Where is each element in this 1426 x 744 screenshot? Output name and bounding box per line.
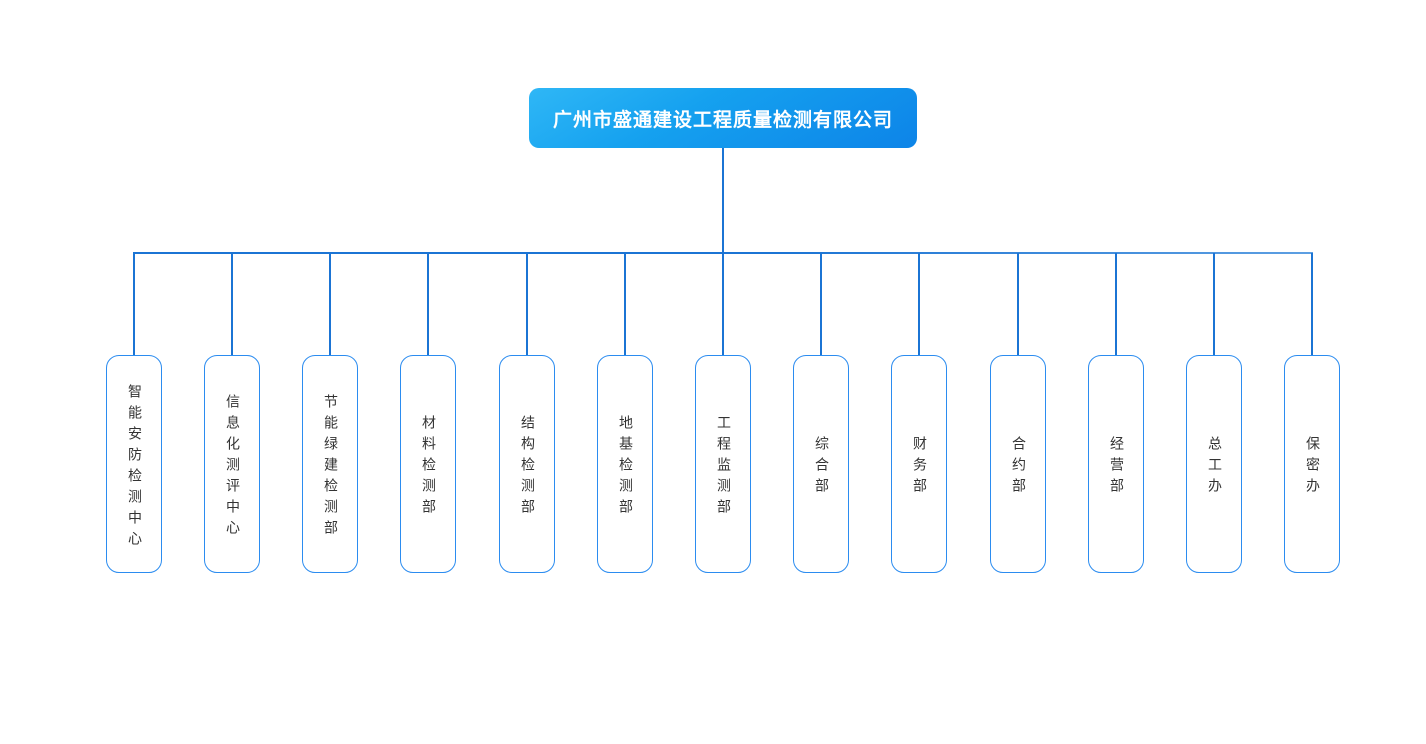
org-node-label: 经营部	[1108, 436, 1124, 499]
org-node-label: 材料检测部	[420, 415, 436, 520]
connector-drop	[329, 253, 331, 355]
org-node-label: 智能安防检测中心	[126, 383, 142, 552]
org-node-dept: 综合部	[793, 355, 849, 573]
connector-root-stem	[722, 148, 724, 253]
org-node-label: 财务部	[911, 436, 927, 499]
org-node-label: 结构检测部	[519, 415, 535, 520]
org-node-label: 合约部	[1010, 436, 1026, 499]
connector-drop	[820, 253, 822, 355]
org-node-dept: 保密办	[1284, 355, 1340, 573]
org-root-label: 广州市盛通建设工程质量检测有限公司	[552, 108, 893, 131]
org-node-dept: 智能安防检测中心	[106, 355, 162, 573]
org-root-node: 广州市盛通建设工程质量检测有限公司	[529, 88, 917, 148]
connector-drop	[1213, 253, 1215, 355]
connector-drop	[427, 253, 429, 355]
connector-drop	[624, 253, 626, 355]
org-node-dept: 工程监测部	[695, 355, 751, 573]
org-node-dept: 经营部	[1088, 355, 1144, 573]
connector-drop	[526, 253, 528, 355]
org-node-dept: 合约部	[990, 355, 1046, 573]
connector-drop	[231, 253, 233, 355]
org-node-dept: 地基检测部	[597, 355, 653, 573]
org-node-label: 节能绿建检测部	[322, 394, 338, 541]
org-node-label: 综合部	[813, 436, 829, 499]
org-node-dept: 材料检测部	[400, 355, 456, 573]
org-node-label: 地基检测部	[617, 415, 633, 520]
org-node-label: 工程监测部	[715, 415, 731, 520]
org-node-dept: 总工办	[1186, 355, 1242, 573]
org-node-dept: 财务部	[891, 355, 947, 573]
connector-drop	[1115, 253, 1117, 355]
org-node-dept: 结构检测部	[499, 355, 555, 573]
connector-drop	[133, 253, 135, 355]
org-node-label: 信息化测评中心	[224, 394, 240, 541]
connector-drop	[1311, 253, 1313, 355]
connector-drop	[918, 253, 920, 355]
connector-drop	[722, 253, 724, 355]
connector-drop	[1017, 253, 1019, 355]
org-node-dept: 节能绿建检测部	[302, 355, 358, 573]
org-node-label: 保密办	[1304, 436, 1320, 499]
org-node-dept: 信息化测评中心	[204, 355, 260, 573]
org-node-label: 总工办	[1206, 436, 1222, 499]
